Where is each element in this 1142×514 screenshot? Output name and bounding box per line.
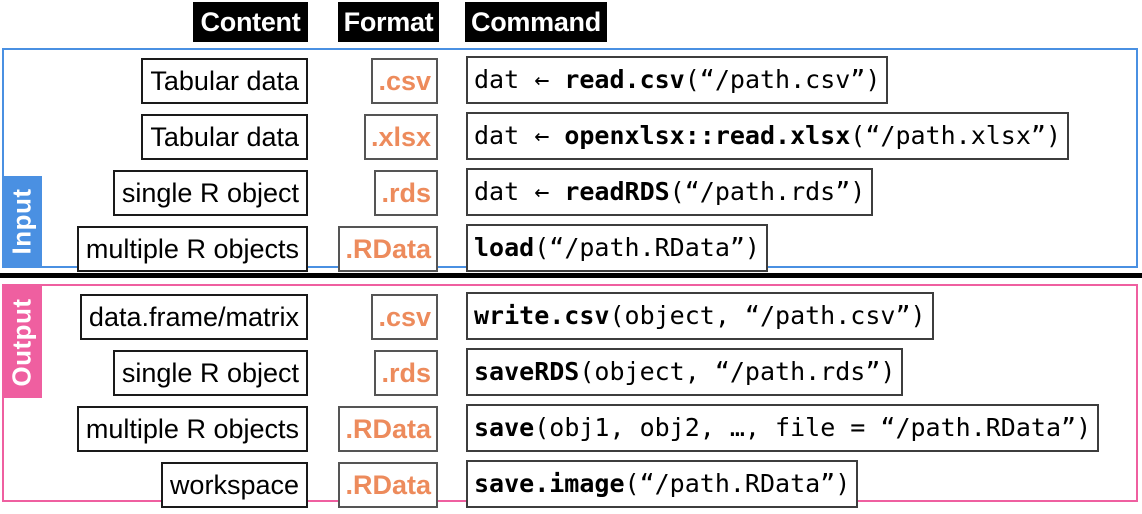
content-cell: workspace <box>160 462 308 508</box>
command-suffix: (“/path.RData”) <box>534 233 760 262</box>
format-cell: .RData <box>338 226 438 272</box>
command-function: write.csv <box>474 301 610 330</box>
table-row: Tabular data .csv dat ← read.csv(“/path.… <box>0 54 1142 110</box>
command-cell: save.image(“/path.RData”) <box>466 460 859 508</box>
command-cell: save(obj1, obj2, …, file = “/path.RData”… <box>466 404 1100 452</box>
command-suffix: (“/path.csv”) <box>684 65 881 94</box>
content-cell: multiple R objects <box>76 406 308 452</box>
format-cell: .RData <box>338 406 438 452</box>
command-prefix: dat ← <box>474 65 565 94</box>
command-suffix: (obj1, obj2, …, file = “/path.RData”) <box>534 413 1092 442</box>
command-function: read.csv <box>564 65 685 94</box>
column-header-content: Content <box>193 2 308 42</box>
column-header-format: Format <box>338 2 439 42</box>
command-prefix: dat ← <box>474 121 565 150</box>
input-section-tab: Input <box>2 176 42 266</box>
command-cell: saveRDS(object, “/path.rds”) <box>466 348 904 396</box>
table-row: multiple R objects .RData save(obj1, obj… <box>0 402 1142 458</box>
format-cell: .RData <box>338 462 438 508</box>
command-cell: dat ← openxlsx::read.xlsx(“/path.xlsx”) <box>466 112 1070 160</box>
content-cell: multiple R objects <box>76 226 308 272</box>
format-cell: .rds <box>374 170 438 216</box>
command-function: save.image <box>474 469 625 498</box>
command-cell: dat ← read.csv(“/path.csv”) <box>466 56 889 104</box>
table-row: single R object .rds dat ← readRDS(“/pat… <box>0 166 1142 222</box>
format-cell: .csv <box>371 294 438 340</box>
table-row: data.frame/matrix .csv write.csv(object,… <box>0 290 1142 346</box>
table-row: single R object .rds saveRDS(object, “/p… <box>0 346 1142 402</box>
command-cell: load(“/path.RData”) <box>466 224 768 272</box>
command-suffix: (object, “/path.csv”) <box>609 301 926 330</box>
content-cell: data.frame/matrix <box>79 294 308 340</box>
content-cell: Tabular data <box>141 58 308 104</box>
table-row: multiple R objects .RData load(“/path.RD… <box>0 222 1142 278</box>
command-function: openxlsx::read.xlsx <box>564 121 851 150</box>
content-cell: single R object <box>112 350 308 396</box>
content-cell: Tabular data <box>141 114 308 160</box>
command-function: saveRDS <box>474 357 580 386</box>
content-cell: single R object <box>112 170 308 216</box>
table-row: workspace .RData save.image(“/path.RData… <box>0 458 1142 514</box>
command-cell: write.csv(object, “/path.csv”) <box>466 292 934 340</box>
command-prefix: dat ← <box>474 177 565 206</box>
format-cell: .rds <box>374 350 438 396</box>
format-cell: .csv <box>371 58 438 104</box>
command-suffix: (“/path.RData”) <box>624 469 851 498</box>
command-function: load <box>474 233 535 262</box>
column-header-command: Command <box>465 2 607 42</box>
section-divider <box>0 273 1142 278</box>
format-cell: .xlsx <box>363 114 438 160</box>
command-suffix: (“/path.rds”) <box>669 177 866 206</box>
column-header-row: Content Format Command <box>0 0 1142 44</box>
output-section-tab: Output <box>2 286 42 398</box>
command-function: readRDS <box>564 177 670 206</box>
table-row: Tabular data .xlsx dat ← openxlsx::read.… <box>0 110 1142 166</box>
command-cell: dat ← readRDS(“/path.rds”) <box>466 168 874 216</box>
command-suffix: (“/path.xlsx”) <box>850 121 1062 150</box>
command-suffix: (object, “/path.rds”) <box>579 357 896 386</box>
command-function: save <box>474 413 535 442</box>
